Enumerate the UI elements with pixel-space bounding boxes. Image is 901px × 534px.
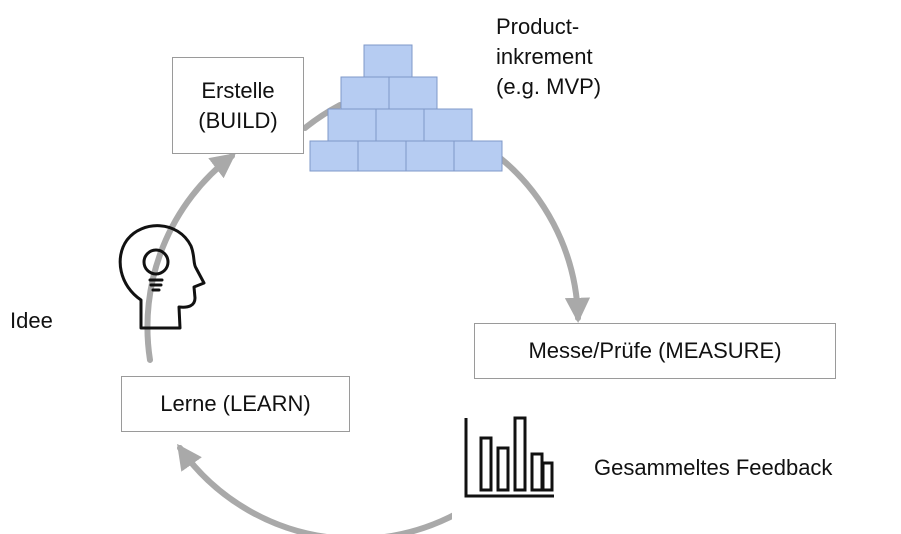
bar-chart-icon [464,416,554,498]
head-lightbulb-icon [118,224,206,330]
brick-pyramid-icon [309,44,503,172]
feedback-label: Gesammeltes Feedback [594,455,833,480]
arrow-learn-to-build [144,152,237,363]
learn-step-box: Lerne (LEARN) [121,376,350,432]
build-step-box: Erstelle (BUILD) [172,57,304,154]
measure-step-box: Messe/Prüfe (MEASURE) [474,323,836,379]
arrow-top-connector [302,102,343,131]
product-increment-label: Product- inkrement (e.g. MVP) [496,14,602,99]
arrow-build-to-measure [487,147,591,324]
idea-label: Idee [10,308,53,333]
